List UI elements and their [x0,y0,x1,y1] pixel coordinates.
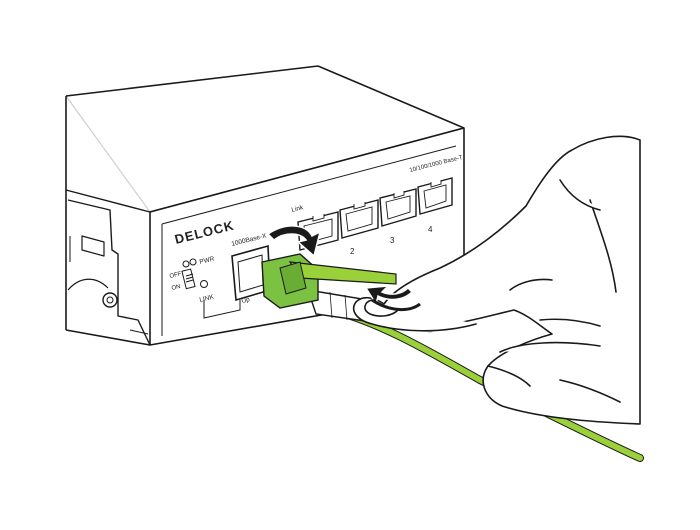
uplink-bracket [203,300,241,319]
on-label: ON [171,284,181,292]
lc-connector [261,253,397,323]
front-panel: DELOCK 1000Base-X Link 10/100/1000 Base-… [169,155,464,319]
link-label: Link [291,204,305,214]
power-led-icon-2 [189,258,197,266]
push-arrow-icon [364,285,421,311]
port-number-4: 4 [428,225,433,234]
power-led-icon [182,260,190,268]
port-number-2: 2 [350,247,355,256]
off-label: OFF [169,271,182,280]
rj45-ports [297,177,453,251]
hand [352,135,641,425]
link-led-label: LINK [199,293,215,303]
port-number-3: 3 [390,236,395,245]
uplink-label: Up [241,296,251,305]
pwr-label: PWR [199,255,216,266]
link-led-icon [200,280,208,288]
insert-arrow-icon [266,225,322,258]
